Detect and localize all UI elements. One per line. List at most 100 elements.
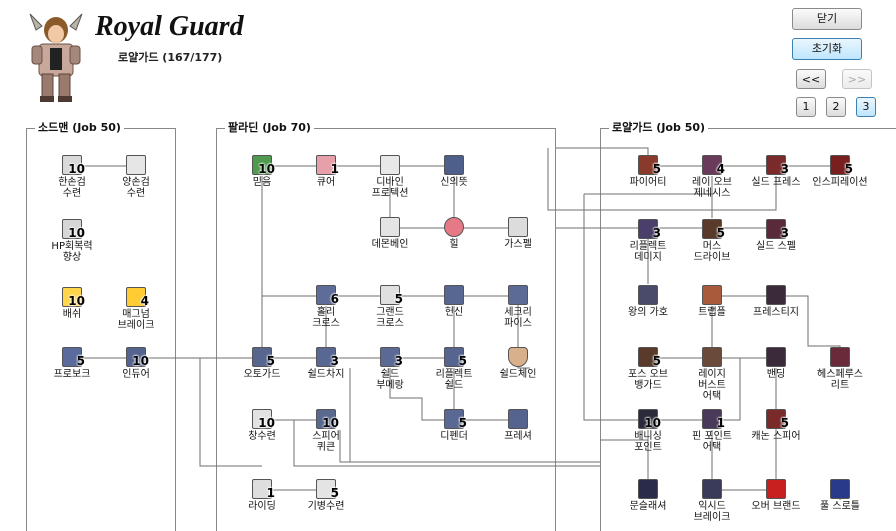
skill-rage-burst-attack[interactable]: 레이지 버스트 어택 (672, 347, 752, 402)
skill-level: 10 (258, 416, 275, 430)
skill-holy-cross[interactable]: 6 홀리 크로스 (286, 285, 366, 329)
skill-level: 10 (68, 226, 85, 240)
skill-level: 5 (844, 162, 853, 176)
skill-gospel[interactable]: 가스펠 (478, 217, 558, 250)
skill-shield-press[interactable]: 3 실드 프레스 (736, 155, 816, 188)
skill-heal[interactable]: 힐 (414, 217, 494, 250)
skill-level: 10 (322, 416, 339, 430)
skill-label: 핀 포인트 어택 (692, 431, 732, 453)
skill-exceed-break[interactable]: 익시드 브레이크 (672, 479, 752, 523)
exceed-break-icon (702, 479, 722, 499)
prev-page-button[interactable]: << (796, 69, 826, 89)
skill-devotion[interactable]: 헌신 (414, 285, 494, 318)
skill-full-throttle[interactable]: 풀 스로틀 (800, 479, 880, 512)
skill-cure[interactable]: 1 큐어 (286, 155, 366, 188)
skill-label: 왕의 가호 (628, 307, 668, 318)
skill-shield-boomerang[interactable]: 3 쉴드 부메랑 (350, 347, 430, 391)
inspiration-icon: 5 (830, 155, 853, 176)
banding-icon (766, 347, 786, 367)
shield-charge-icon: 3 (316, 347, 339, 368)
skill-label: 쉴드 부메랑 (376, 369, 404, 391)
page-2-button[interactable]: 2 (826, 97, 846, 117)
skill-force-of-vanguard[interactable]: 5 포스 오브 뱅가드 (608, 347, 688, 391)
skill-label: 실드 프레스 (751, 177, 801, 188)
next-page-button[interactable]: >> (842, 69, 872, 89)
skill-label: 라이딩 (248, 501, 276, 512)
close-button[interactable]: 닫기 (792, 8, 862, 30)
skill-label: 머스 드라이브 (693, 241, 731, 263)
holy-cross-icon: 6 (316, 285, 339, 306)
skill-spear-quicken[interactable]: 10 스피어 퀴큰 (286, 409, 366, 453)
riding-icon: 1 (252, 479, 275, 500)
skill-label: 익시드 브레이크 (693, 501, 731, 523)
spear-icon: 10 (252, 409, 275, 430)
skill-vanishing-point[interactable]: 10 배니싱 포인트 (608, 409, 688, 453)
skill-two-hand-sword-mastery[interactable]: 양손검 수련 (96, 155, 176, 199)
skill-reflect-shield[interactable]: 5 리플렉트 쉴드 (414, 347, 494, 391)
skill-level: 1 (716, 416, 725, 430)
cavalry-mastery-icon: 5 (316, 479, 339, 500)
skill-earth-drive[interactable]: 5 머스 드라이브 (672, 219, 752, 263)
skill-moon-slasher[interactable]: 문슬래셔 (608, 479, 688, 512)
skill-banding[interactable]: 밴딩 (736, 347, 816, 380)
skill-faith[interactable]: 10 믿음 (222, 155, 302, 188)
skill-pinpoint-attack[interactable]: 1 핀 포인트 어택 (672, 409, 752, 453)
provoke-icon: 5 (62, 347, 85, 368)
reset-button[interactable]: 초기화 (792, 38, 862, 60)
skill-trample[interactable]: 트랩플 (672, 285, 752, 318)
skill-label: 트랩플 (698, 307, 726, 318)
skill-sacrifice[interactable]: 세크리 파이스 (478, 285, 558, 329)
skill-divine-protection[interactable]: 디바인 프로텍션 (350, 155, 430, 199)
skill-cavalry-mastery[interactable]: 5 기병수련 (286, 479, 366, 512)
grand-cross-icon: 5 (380, 285, 403, 306)
skill-label: 포스 오브 뱅가드 (628, 369, 668, 391)
skill-magnum-break[interactable]: 4 매그넘 브레이크 (96, 287, 176, 331)
skill-endure[interactable]: 10 인듀어 (96, 347, 176, 380)
skill-over-brand[interactable]: 오버 브랜드 (736, 479, 816, 512)
skill-level: 3 (330, 354, 339, 368)
skill-gods-will[interactable]: 신의뜻 (414, 155, 494, 188)
skill-level: 5 (76, 354, 85, 368)
skill-cannon-spear[interactable]: 5 캐논 스피어 (736, 409, 816, 442)
skill-one-hand-sword-mastery[interactable]: 10 한손검 수련 (32, 155, 112, 199)
skill-reflect-damage[interactable]: 3 리플렉트 데미지 (608, 219, 688, 263)
royal-guard-group: 로얄가드 (Job 50) (600, 120, 896, 531)
skill-hp-recovery[interactable]: 10 HP회복력 향상 (32, 219, 112, 263)
pinpoint-attack-icon: 1 (702, 409, 725, 430)
skill-spear-mastery[interactable]: 10 창수련 (222, 409, 302, 442)
page-title: Royal Guard (95, 11, 244, 42)
devotion-icon (444, 285, 464, 305)
page-1-button[interactable]: 1 (796, 97, 816, 117)
skill-shield-chain[interactable]: 쉴드체인 (478, 347, 558, 380)
skill-auto-guard[interactable]: 5 오토가드 (222, 347, 302, 380)
skill-kings-grace[interactable]: 왕의 가호 (608, 285, 688, 318)
skill-bash[interactable]: 10 배쉬 (32, 287, 112, 320)
skill-label: 파이어티 (629, 177, 667, 188)
skill-level: 3 (780, 162, 789, 176)
skill-label: 오토가드 (243, 369, 281, 380)
page-3-button[interactable]: 3 (856, 97, 876, 117)
skill-grand-cross[interactable]: 5 그랜드 크로스 (350, 285, 430, 329)
skill-shield-spell[interactable]: 3 실드 스펠 (736, 219, 816, 252)
skill-hesperus-lit[interactable]: 헤스페루스 리트 (800, 347, 880, 391)
skill-shield-charge[interactable]: 3 쉴드차지 (286, 347, 366, 380)
skill-level: 5 (458, 416, 467, 430)
pressure-icon (508, 409, 528, 429)
skill-ray-of-genesis[interactable]: 4 레이 오브 제네시스 (672, 155, 752, 199)
skill-prestige[interactable]: 프레스티지 (736, 285, 816, 318)
skill-level: 5 (394, 292, 403, 306)
skill-inspiration[interactable]: 5 인스피레이션 (800, 155, 880, 188)
skill-pressure[interactable]: 프레셔 (478, 409, 558, 442)
skill-label: 실드 스펠 (756, 241, 796, 252)
skill-provoke[interactable]: 5 프로보크 (32, 347, 112, 380)
spear-quicken-icon: 10 (316, 409, 339, 430)
skill-riding[interactable]: 1 라이딩 (222, 479, 302, 512)
skill-level: 5 (330, 486, 339, 500)
skill-demon-bane[interactable]: 데몬베인 (350, 217, 430, 250)
skill-banishing-fire[interactable]: 5 파이어티 (608, 155, 688, 188)
skill-level: 10 (258, 162, 275, 176)
fire-icon: 5 (638, 155, 661, 176)
skill-defender[interactable]: 5 디펜더 (414, 409, 494, 442)
reflect-damage-icon: 3 (638, 219, 661, 240)
swordman-group-title: 소드맨 (Job 50) (35, 120, 124, 136)
